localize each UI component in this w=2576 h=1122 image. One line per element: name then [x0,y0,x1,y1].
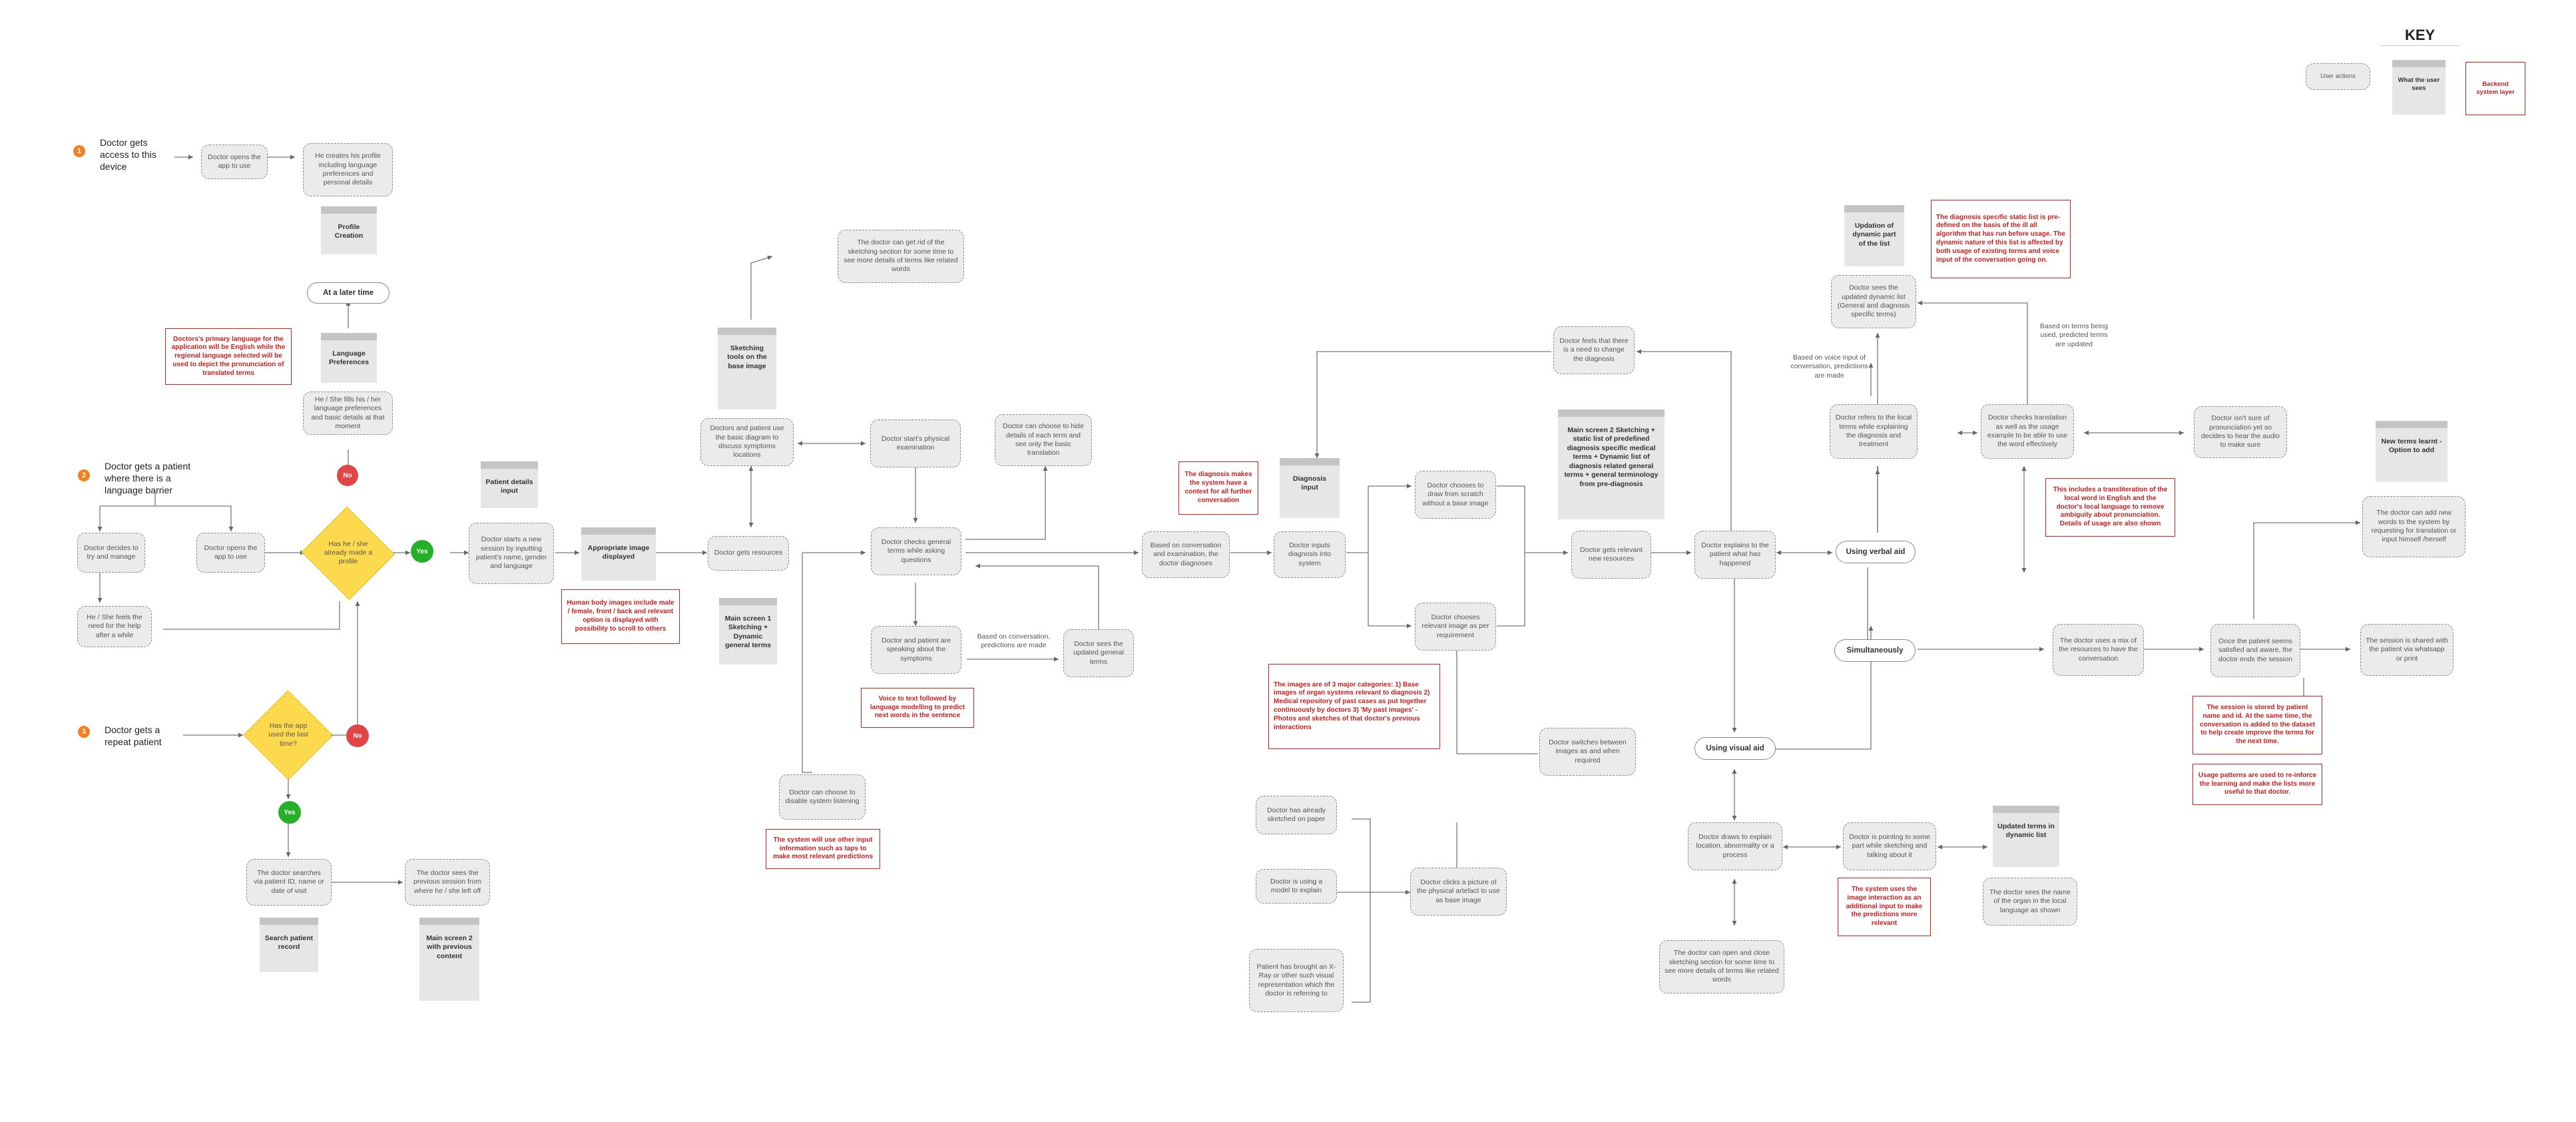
shared-session-node: The session is shared with the patient v… [2360,624,2453,676]
transliteration-note: This includes a transliteration of the l… [2045,478,2175,537]
made-profile-label: Has he / she already made a profile [324,539,373,566]
searches-patient-node: The doctor searches via patient ID, name… [246,859,332,906]
used-last-time-label: Has the app used the last time? [268,722,308,748]
flow-1-badge: 1 [73,145,85,157]
change-diagnosis-node: Doctor feels that there is a need to cha… [1553,326,1635,374]
starts-session-node: Doctor starts a new session by inputting… [469,523,554,584]
key-divider [2380,45,2460,46]
key-title: KEY [2405,27,2436,43]
add-new-words-node: The doctor can add new words to the syst… [2362,496,2465,557]
draw-scratch-node: Doctor chooses to draw from scratch with… [1415,471,1496,519]
checks-translation-node: Doctor checks translation as well as the… [1981,404,2074,459]
sees-organ-name-node: The doctor sees the name of the organ in… [1983,878,2077,926]
diagnosis-input-screen: Diagnosis input [1280,458,1340,518]
using-verbal-aid-pill: Using verbal aid [1836,541,1916,563]
using-visual-aid-pill: Using visual aid [1694,737,1776,760]
yes-badge-2: Yes [278,801,301,824]
no-badge: No [337,465,358,486]
switches-node: Doctor switches between images as and wh… [1539,728,1636,776]
draws-explain-node: Doctor draws to explain location, abnorm… [1688,822,1782,870]
used-last-time-decision: Has the app used the last time? [243,690,334,780]
sees-previous-node: The doctor sees the previous session fro… [405,859,490,906]
ends-session-node: Once the patient seems satisfied and awa… [2210,624,2300,677]
voice-text-note: Voice to text followed by language model… [861,688,974,728]
speaking-symptoms-node: Doctor and patient are speaking about th… [871,626,961,674]
feels-need-node: He / She feels the need for the help aft… [77,606,152,647]
uses-mix-node: The doctor uses a mix of the resources t… [2053,624,2144,676]
rid-sketching-node: The doctor can get rid of the sketching … [838,230,964,283]
gets-resources-node: Doctor gets resources [708,536,789,571]
disable-listening-node: Doctor can choose to disable system list… [779,774,866,820]
flow-3-badge: 3 [78,726,90,738]
no-badge-2: No [346,724,369,747]
language-preferences-screen: Language Preferences [321,333,377,383]
checks-general-terms-node: Doctor checks general terms while asking… [871,527,961,575]
basic-diagram-node: Doctors and patient use the basic diagra… [700,418,794,466]
opens-app-2-node: Doctor opens the app to use [196,533,265,573]
primary-language-note: Doctors's primary language for the appli… [165,328,292,385]
usage-patterns-note: Usage patterns are used to re-inforce th… [2192,764,2322,805]
appropriate-image-screen: Appropriate image displayed [581,527,656,581]
main-screen-2: Main screen 2 Sketching + static list of… [1558,410,1665,519]
doctor-opens-app-node: Doctor opens the app to use [201,144,268,179]
updation-dynamic-screen: Updation of dynamic part of the list [1844,205,1904,266]
key-backend: Backend system layer [2465,62,2525,115]
xray-node: Patient has brought an X-Ray or other su… [1249,949,1344,1012]
refers-local-node: Doctor refers to the local terms while e… [1830,404,1918,459]
fills-language-node: He / She fills his / her language prefer… [303,392,393,435]
main-screen-1: Main screen 1 Sketching + Dynamic genera… [719,598,777,665]
using-model-node: Doctor is using a model to explain [1256,869,1337,904]
inputs-diagnosis-node: Doctor inputs diagnosis into system [1274,531,1346,578]
image-input-note: The system uses the image interaction as… [1838,878,1931,936]
flow-2-badge: 2 [78,469,90,481]
new-terms-screen: New terms learnt - Option to add [2376,421,2447,482]
not-sure-node: Doctor isn't sure of pronunciation yet s… [2194,406,2287,458]
body-images-note: Human body images include male / female,… [561,589,680,644]
static-list-note: The diagnosis specific static list is pr… [1931,200,2071,278]
profile-creation-screen: Profile Creation [321,206,377,254]
patient-details-screen: Patient details input [481,461,538,508]
flow-barrier-title: Doctor gets a patient where there is a l… [105,460,191,496]
sees-updated-terms-node: Doctor sees the updated general terms [1063,629,1134,677]
yes-badge-1: Yes [411,540,433,563]
flow-access-title: Doctor gets access to this device [100,137,156,172]
session-stored-note: The session is stored by patient name an… [2192,696,2322,754]
key-user-sees: What the user sees [2392,60,2446,115]
key-user-actions: User actions [2306,63,2370,90]
sketched-on-paper-node: Doctor has already sketched on paper [1256,796,1337,834]
updated-terms-screen: Updated terms in dynamic list [1993,806,2059,867]
voice-input-predictions-text: Based on voice input of conversation, pr… [1790,353,1868,380]
sees-dynamic-list-node: Doctor sees the updated dynamic list (Ge… [1831,275,1916,328]
based-on-conversation-text: Based on conversation, predictions are m… [977,632,1051,649]
based-on-terms-text: Based on terms being used, predicted ter… [2039,322,2109,348]
at-later-time-pill: At a later time [307,282,389,304]
open-close-sketch-node: The doctor can open and close sketching … [1659,940,1784,993]
decides-to-try-node: Doctor decides to try and manage [77,533,145,573]
clicks-picture-node: Doctor clicks a picture of the physical … [1410,868,1507,916]
image-categories-note: The images are of 3 major categories: 1)… [1268,664,1440,749]
diagnosis-context-note: The diagnosis makes the system have a co… [1178,461,1258,515]
diagnoses-node: Based on conversation and examination, t… [1142,531,1230,578]
gets-new-resources-node: Doctor gets relevant new resources [1571,531,1651,579]
search-patient-record-screen: Search patient record [260,918,318,972]
physical-exam-node: Doctor start's physical examination [870,420,961,467]
made-profile-decision: Has he / she already made a profile [301,506,395,600]
pointing-node: Doctor is pointing to some part while sk… [1843,822,1936,870]
creates-profile-node: He creates his profile including languag… [303,143,393,196]
explains-node: Doctor explains to the patient what has … [1694,531,1776,579]
hide-details-node: Doctor can choose to hide details of eac… [995,414,1092,466]
main-screen-2-previous: Main screen 2 with previous content [419,918,479,1001]
relevant-image-node: Doctor chooses relevant image as per req… [1415,603,1496,651]
flow-repeat-title: Doctor gets a repeat patient [105,724,162,747]
simultaneously-pill: Simultaneously [1834,639,1916,662]
other-input-note: The system will use other input informat… [766,829,880,869]
sketching-tools-screen: Sketching tools on the base image [718,328,776,410]
